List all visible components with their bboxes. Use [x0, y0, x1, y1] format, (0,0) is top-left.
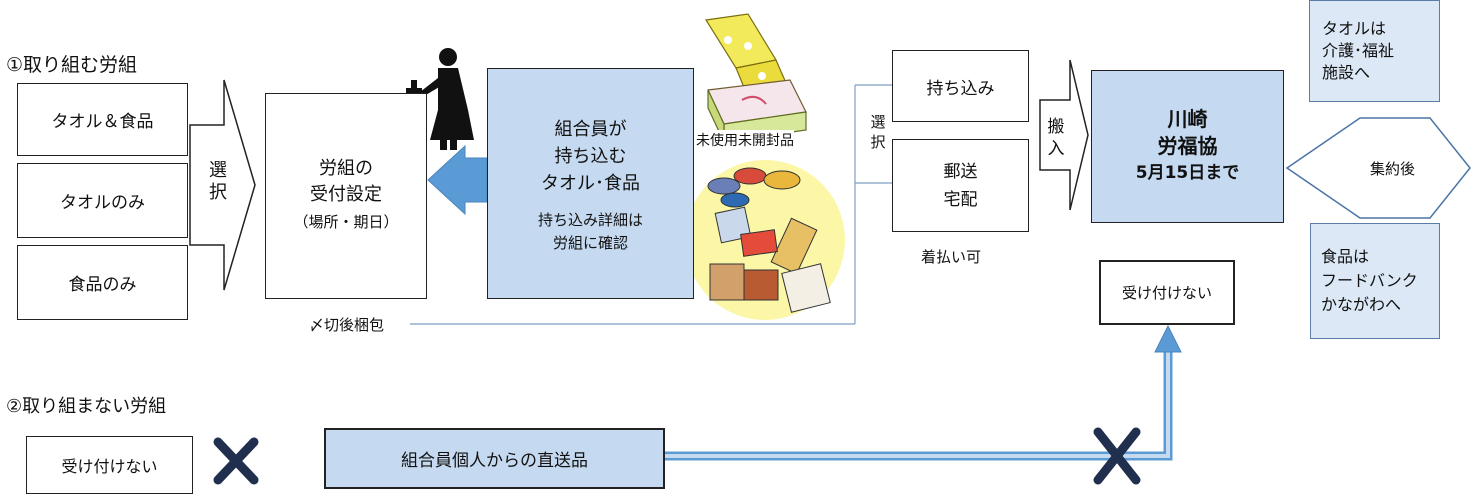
option-towel-only: タオルのみ	[17, 163, 188, 238]
cross-mark-left	[213, 437, 259, 485]
members-line1: 組合員が	[554, 119, 627, 140]
union-reception-line3: （場所・期日）	[293, 213, 399, 231]
union-reception-line1: 労組の	[319, 158, 373, 179]
select-label-1: 選択	[209, 160, 227, 203]
bring-in-box: 持ち込み	[892, 50, 1029, 122]
food-dest-line3: かながわへ	[1321, 295, 1402, 314]
towel-dest-line2: 介護･福祉	[1322, 41, 1395, 60]
kawasaki-rofukukyo-box: 川崎 労福協 5月15日まで	[1091, 70, 1284, 223]
mail-delivery-box: 郵送 宅配	[892, 139, 1029, 232]
mail-line2: 宅配	[943, 189, 978, 210]
section1-title: ①取り組む労組	[6, 54, 138, 76]
members-line2: 持ち込む	[554, 146, 627, 167]
direct-route-line	[665, 350, 1173, 461]
towel-dest-line3: 施設へ	[1322, 63, 1371, 82]
cross-mark-right	[1093, 427, 1141, 485]
cod-ok-label: 着払い可	[921, 248, 982, 266]
food-destination-box: 食品は フードバンク かながわへ	[1310, 223, 1440, 339]
food-items-icon	[685, 160, 845, 320]
carry-in-label: 搬入	[1047, 117, 1065, 159]
mail-line1: 郵送	[943, 161, 978, 182]
towel-destination-box: タオルは 介護･福祉 施設へ	[1309, 0, 1440, 102]
members-line5: 労組に確認	[552, 234, 628, 252]
towel-dest-line1: タオルは	[1322, 19, 1387, 38]
select-arrow-1	[189, 79, 256, 291]
carry-in-arrow	[1039, 59, 1089, 211]
unused-unopened-label: 未使用未開封品	[696, 130, 794, 150]
collection-arrow	[1285, 117, 1471, 219]
towel-gift-box-icon	[705, 13, 807, 143]
members-bring-box: 組合員が 持ち込む タオル･食品 持ち込み詳細は 労組に確認	[487, 68, 694, 299]
members-line3: タオル･食品	[541, 173, 640, 194]
union-reception-box: 労組の 受付設定 （場所・期日）	[265, 93, 427, 299]
kawasaki-deadline: 5月15日まで	[1135, 163, 1240, 183]
after-deadline-label: 〆切後梱包	[309, 314, 389, 335]
food-dest-line2: フードバンク	[1321, 271, 1418, 290]
food-dest-line1: 食品は	[1321, 247, 1370, 266]
reject-box-left: 受け付けない	[26, 436, 193, 494]
blue-left-arrow	[427, 144, 488, 216]
direct-items-box: 組合員個人からの直送品	[324, 428, 665, 489]
option-food-only: 食品のみ	[17, 245, 188, 320]
kawasaki-line1: 川崎	[1167, 107, 1208, 131]
collection-label: 集約後	[1370, 160, 1416, 178]
reject-box-right: 受け付けない	[1099, 260, 1235, 325]
union-reception-line2: 受付設定	[310, 184, 382, 205]
select-label-2: 選択	[870, 113, 886, 151]
option-towel-and-food: タオル＆食品	[17, 83, 188, 156]
direct-route-arrowhead	[1154, 324, 1182, 353]
kawasaki-line2: 労福協	[1157, 134, 1218, 158]
members-line4: 持ち込み詳細は	[537, 211, 643, 229]
section2-title: ②取り組まない労組	[6, 396, 167, 417]
